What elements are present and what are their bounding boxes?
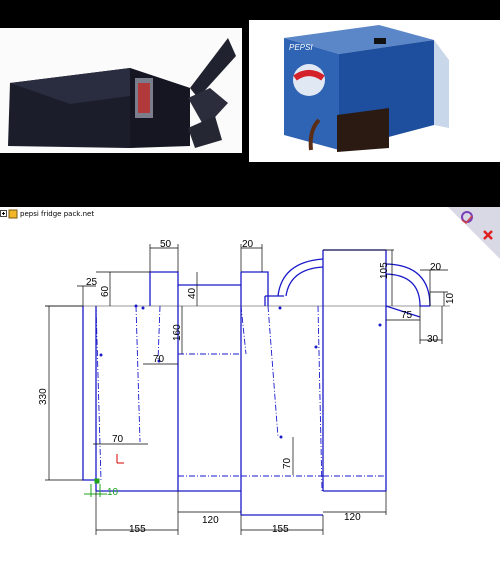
rebuild-check-icon[interactable] — [461, 211, 473, 225]
dim-top-tab-width[interactable]: 50 — [160, 239, 172, 250]
net-outline — [82, 249, 431, 516]
dim-inner-height[interactable]: 160 — [172, 324, 183, 341]
dim-panel-front[interactable]: 155 — [129, 524, 146, 535]
pepsi-logo-text: PEPSI — [289, 43, 313, 52]
dim-small-tab-width[interactable]: 20 — [242, 239, 254, 250]
dim-flap-base[interactable]: 30 — [427, 334, 439, 345]
dim-slot-depth[interactable]: 40 — [187, 287, 198, 299]
dim-flap-height[interactable]: 105 — [379, 262, 390, 279]
glue-tab-highlight — [84, 478, 107, 497]
dim-glue-tab[interactable]: 10 — [107, 487, 119, 498]
sketch-canvas[interactable]: 10 — [0, 207, 500, 567]
dim-flap-reach[interactable]: 75 — [401, 310, 413, 321]
dimension-lines — [45, 244, 448, 535]
part-icon — [0, 209, 18, 219]
dim-panel-height[interactable]: 330 — [38, 388, 49, 405]
sketch-points — [99, 304, 382, 439]
dim-lower-slot-width[interactable]: 70 — [112, 434, 124, 445]
dim-flap-tip-width[interactable]: 20 — [430, 262, 442, 273]
pepsi-box-photo: PEPSI — [249, 20, 500, 162]
fold-lines — [95, 305, 386, 492]
dim-lower-height[interactable]: 70 — [282, 457, 293, 469]
feature-tree-item[interactable]: pepsi fridge pack.net — [20, 210, 95, 218]
dim-tab-height[interactable]: 60 — [100, 285, 111, 297]
close-x-icon[interactable] — [483, 230, 493, 240]
dim-arc-thickness[interactable]: 10 — [445, 292, 456, 304]
black-box-photo — [0, 28, 242, 153]
dim-panel-side[interactable]: 120 — [202, 515, 219, 526]
origin-icon — [116, 454, 124, 464]
dim-tab-offset[interactable]: 25 — [86, 277, 98, 288]
dim-panel-back[interactable]: 155 — [272, 524, 289, 535]
cad-viewport[interactable]: pepsi fridge pack.net — [0, 207, 500, 567]
dim-panel-side-2[interactable]: 120 — [344, 512, 361, 523]
dim-slot-width[interactable]: 70 — [153, 354, 165, 365]
